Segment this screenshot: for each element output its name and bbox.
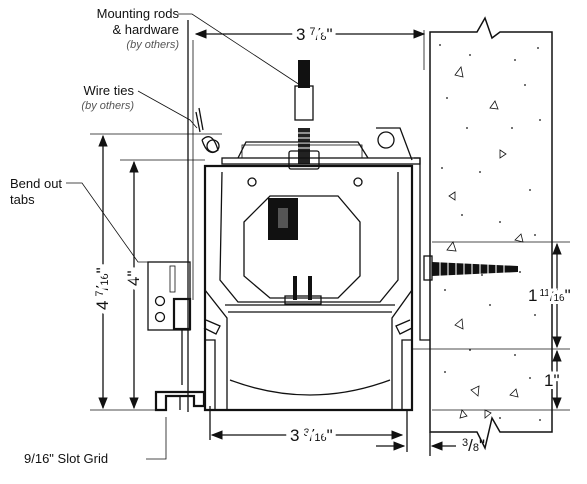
dimension-lines (90, 29, 570, 456)
concrete-wall (429, 16, 553, 451)
mounting-label-line2: & hardware (113, 22, 179, 37)
callout-mounting-rods: Mounting rods & hardware (by others) (97, 6, 180, 51)
wire-ties-sub: (by others) (81, 100, 134, 112)
fixture-housing (203, 164, 414, 412)
callout-wire-ties: Wire ties (by others) (81, 83, 134, 112)
dim-lower-height: 1" (544, 371, 560, 390)
dim-overall-height: 47/16" (93, 267, 112, 310)
mounting-hardware (221, 60, 421, 170)
bend-out-label-line1: Bend out (10, 176, 62, 191)
wire-tie-bracket (195, 107, 413, 161)
callout-leaders (66, 13, 301, 460)
callout-bend-out-tabs: Bend out tabs (10, 176, 62, 207)
wire-ties-label: Wire ties (83, 83, 134, 98)
dim-body-height: 4" (124, 270, 143, 286)
mounting-label-line1: Mounting rods (97, 6, 180, 21)
mounting-label-sub: (by others) (126, 39, 179, 51)
bend-out-tabs (147, 261, 192, 385)
dim-wall-gap: 3/8" (462, 436, 485, 455)
bend-out-label-line2: tabs (10, 192, 35, 207)
slot-grid-label: 9/16" Slot Grid (24, 451, 108, 466)
wall-bracket (414, 157, 430, 341)
lag-screw (423, 255, 518, 281)
slot-grid-tbar (154, 390, 206, 412)
